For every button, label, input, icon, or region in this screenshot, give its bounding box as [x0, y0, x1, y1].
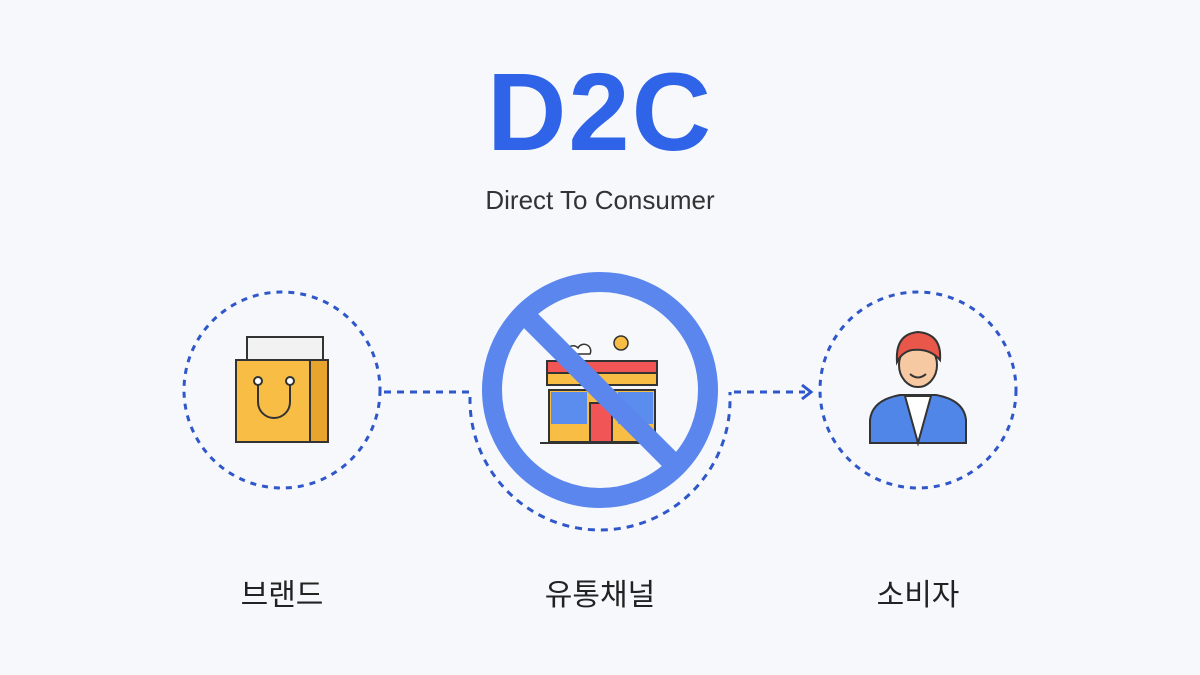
channel-label: 유통채널: [544, 578, 656, 613]
brand-label: 브랜드: [240, 578, 324, 613]
consumer-label: 소비자: [876, 578, 960, 613]
consumer-circle: [818, 290, 1018, 490]
arrow-head-icon: [801, 383, 814, 401]
subtitle: Direct To Consumer: [485, 185, 715, 215]
title: D2C: [486, 51, 714, 174]
brand-circle: [182, 290, 382, 490]
consumer-person-icon: [869, 330, 967, 447]
connector-left: [384, 390, 732, 532]
prohibited-icon: [482, 272, 718, 508]
shopping-bag-icon: [235, 336, 329, 443]
